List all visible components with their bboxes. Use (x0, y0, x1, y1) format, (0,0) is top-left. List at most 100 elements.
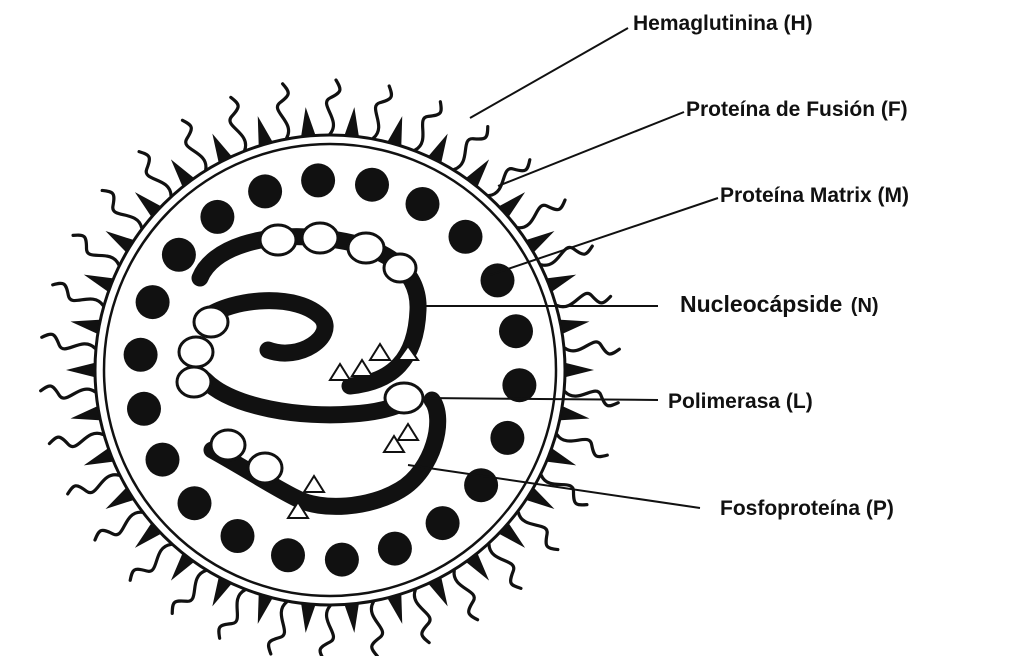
hemagglutinin-projection (49, 433, 103, 446)
fusion-spike (388, 595, 402, 624)
hemagglutinin-projection (327, 80, 340, 134)
polymerase-leader-line (424, 398, 658, 400)
hemagglutinin-projection (414, 590, 430, 643)
hemagglutinin-leader-line (470, 28, 628, 118)
hemagglutinin-projection (68, 475, 119, 494)
fusion-spike (561, 406, 590, 420)
phosphoprotein-leader-line (408, 465, 700, 508)
polymerase-bead (385, 383, 423, 413)
hemagglutinin-projection (269, 602, 287, 654)
hemagglutinin-projection (53, 283, 103, 305)
matrix-protein-dot (221, 519, 255, 553)
hemagglutinin-projection (102, 190, 141, 227)
bead (211, 430, 245, 460)
fusion-spike (548, 449, 577, 466)
hemagglutinin-projection (182, 120, 206, 169)
bead (260, 225, 296, 255)
bead (177, 367, 211, 397)
matrix-protein-label: Proteína Matrix (M) (720, 184, 909, 207)
fusion-spike (388, 116, 402, 145)
hemagglutinin-projection (489, 544, 521, 588)
fusion-spike (566, 363, 594, 377)
hemagglutinin-projection (565, 342, 619, 354)
fusion-protein-leader-line (498, 112, 684, 186)
fusion-spike (84, 449, 113, 466)
nucleocapsid-label: Nucleocápside (N) (680, 291, 879, 317)
matrix-protein-dot (200, 200, 234, 234)
matrix-protein-dot (426, 506, 460, 540)
fusion-spike (84, 275, 113, 292)
hemagglutinin-projection (371, 602, 382, 656)
hemagglutinin-label: Hemaglutinina (H) (633, 12, 813, 35)
hemagglutinin-projection (373, 86, 391, 138)
hemagglutinin-projection (454, 127, 488, 170)
bead (194, 307, 228, 337)
fusion-spike (70, 406, 99, 420)
matrix-protein-dot (248, 174, 282, 208)
hemagglutinin-projection (518, 200, 565, 228)
phosphoprotein-label: Fosfoproteína (P) (720, 497, 894, 520)
matrix-protein-dot (325, 543, 359, 577)
fusion-spike (258, 595, 272, 624)
fusion-spike (301, 107, 315, 136)
fusion-protein-label: Proteína de Fusión (F) (686, 98, 908, 121)
phosphoprotein-triangle (352, 360, 372, 376)
fusion-spike (70, 320, 99, 334)
nucleocapsid-name: Nucleocápside (680, 291, 842, 317)
matrix-protein-dot (406, 187, 440, 221)
hemagglutinin-projection (557, 435, 607, 457)
fusion-spike (258, 116, 272, 145)
hemagglutinin-projection (139, 152, 171, 196)
fusion-spike (66, 363, 94, 377)
fusion-spike (345, 107, 359, 136)
phosphoprotein-triangle (304, 476, 324, 492)
fusion-spike (301, 604, 315, 633)
phosphoprotein-triangle (398, 424, 418, 440)
matrix-protein-dot (124, 338, 158, 372)
fusion-spike (345, 604, 359, 633)
hemagglutinin-projection (489, 160, 530, 196)
matrix-protein-dot (378, 532, 412, 566)
matrix-protein-dot (449, 220, 483, 254)
matrix-protein-dot (136, 285, 170, 319)
matrix-protein-dot (499, 314, 533, 348)
hemagglutinin-projection (41, 386, 95, 398)
hemagglutinin-projection (454, 571, 478, 620)
bead (302, 223, 338, 253)
matrix-protein-dot (127, 392, 161, 426)
bead (384, 254, 416, 282)
hemagglutinin-projection (415, 102, 441, 150)
fusion-spike (548, 275, 577, 292)
matrix-protein-dot (162, 238, 196, 272)
matrix-protein-dot (301, 163, 335, 197)
hemagglutinin-projection (172, 571, 206, 614)
hemagglutinin-projection (73, 235, 119, 265)
hemagglutinin-projection (130, 544, 171, 580)
leader-lines (408, 28, 718, 508)
hemagglutinin-projection (95, 512, 142, 540)
phosphoprotein-triangle (370, 344, 390, 360)
matrix-protein-dot (490, 421, 524, 455)
matrix-protein-dot (355, 168, 389, 202)
bead (179, 337, 213, 367)
hemagglutinin-projection (277, 84, 288, 138)
bead (348, 233, 384, 263)
fusion-spike (561, 320, 590, 334)
hemagglutinin-projection (219, 590, 245, 638)
matrix-protein-dot (271, 538, 305, 572)
hemagglutinin-projection (518, 512, 557, 549)
matrix-protein-dot (146, 443, 180, 477)
polymerase-label: Polimerasa (L) (668, 390, 813, 413)
hemagglutinin-projection (230, 97, 246, 150)
bead (248, 453, 282, 483)
hemagglutinin-projection (320, 606, 333, 656)
nucleocapsid-code: (N) (851, 295, 879, 317)
hemagglutinin-projection (557, 293, 611, 306)
envelope-outer-ring (95, 135, 565, 605)
matrix-protein-dot (502, 368, 536, 402)
envelope-inner-ring (104, 144, 556, 596)
matrix-protein-dot (178, 486, 212, 520)
phosphoprotein-triangle (330, 364, 350, 380)
hemagglutinin-projection (42, 334, 95, 349)
